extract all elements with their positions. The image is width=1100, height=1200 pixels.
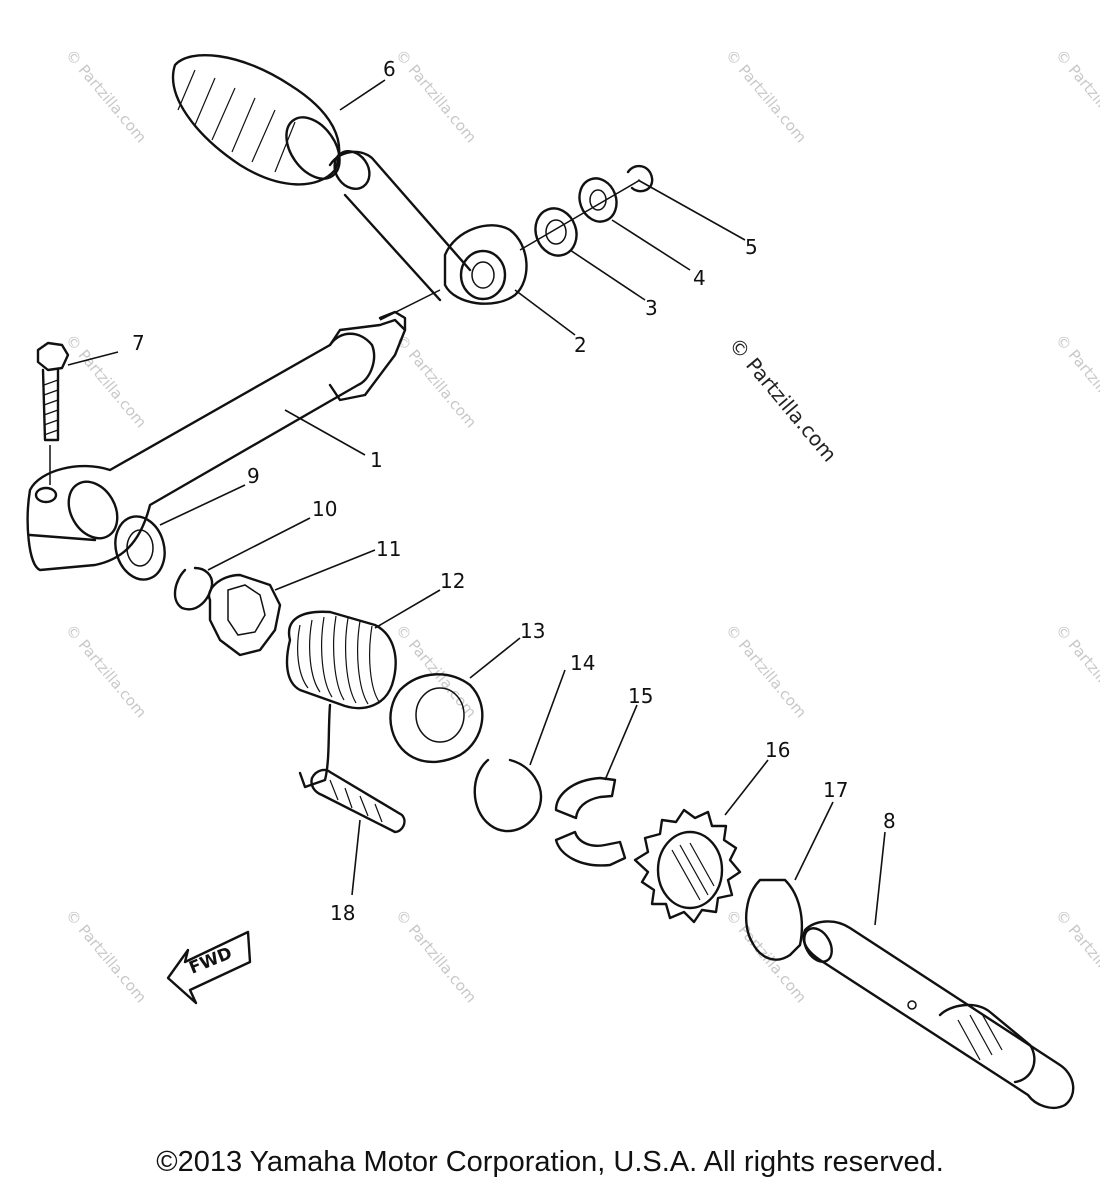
bushing-part [534,207,578,257]
grip-part [172,54,341,186]
watermark: © Partzilla.com [1052,46,1100,146]
callout-5: 5 [745,235,758,259]
oil-seal-part [114,515,166,581]
copyright-notice: ©2013 Yamaha Motor Corporation, U.S.A. A… [156,1146,944,1178]
watermark: © Partzilla.com [1052,906,1100,1006]
leader-lines [67,79,886,926]
watermark: © Partzilla.com [62,906,150,1006]
callout-14: 14 [570,651,595,675]
ring-part [473,758,543,833]
kick-crank-arm-part [26,310,407,572]
watermark: © Partzilla.com [392,331,480,431]
callout-15: 15 [628,684,653,708]
callout-9: 9 [247,464,260,488]
callout-17: 17 [823,778,848,802]
kick-axle-part [802,920,1075,1109]
watermark: © Partzilla.com [392,46,480,146]
spring-clip-part [745,878,804,961]
clip-part [626,164,654,193]
bolt-part [36,341,70,485]
gear-part [633,808,742,924]
callout-12: 12 [440,569,465,593]
pedal-shaft [328,150,472,302]
coil-spring-part [285,610,397,789]
callout-13: 13 [520,619,545,643]
spring-guide-part [389,673,484,764]
callout-4: 4 [693,266,706,290]
callout-18: 18 [330,901,355,925]
callout-8: 8 [883,809,896,833]
callout-7: 7 [132,331,145,355]
circlip-part [173,566,214,611]
watermark: © Partzilla.com [392,906,480,1006]
clip-pair-part [554,776,627,867]
watermark: © Partzilla.com [722,621,810,721]
watermark: © Partzilla.com [392,621,480,721]
callout-11: 11 [376,537,401,561]
watermark: © Partzilla.com [1052,621,1100,721]
pin-part [310,768,406,834]
watermark: © Partzilla.com [62,46,150,146]
callout-labels: 1 2 3 4 5 6 7 8 9 10 11 12 13 14 15 16 1… [132,57,896,925]
watermark: © Partzilla.com [62,621,150,721]
axis-line [519,179,641,251]
callout-3: 3 [645,296,658,320]
ratchet-part [207,573,282,657]
callout-1: 1 [370,448,383,472]
watermark-prominent: © Partzilla.com [724,333,842,467]
forward-direction-arrow: FWD [166,930,252,1005]
watermark: © Partzilla.com [1052,331,1100,431]
callout-10: 10 [312,497,337,521]
callout-16: 16 [765,738,790,762]
watermark: © Partzilla.com [722,46,810,146]
washer-part [578,177,618,223]
callout-6: 6 [383,57,396,81]
callout-2: 2 [574,333,587,357]
pivot-boss-part [443,224,528,305]
